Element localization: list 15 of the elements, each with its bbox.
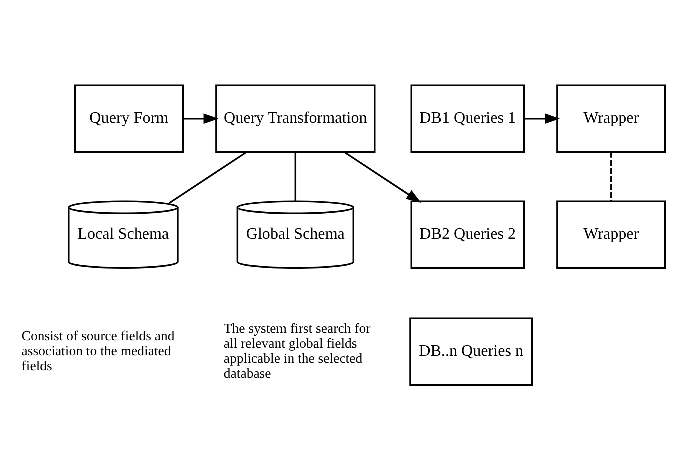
connector — [294, 152, 297, 201]
node-box: Wrapper — [556, 200, 666, 268]
label: The system first search for all relevant global fields applicable in the selected database — [224, 320, 371, 380]
connector — [169, 151, 248, 204]
node-box: DB..n Queries n — [410, 317, 534, 386]
arrow — [183, 113, 219, 124]
arrow — [344, 151, 422, 202]
node-box: Wrapper — [556, 84, 666, 153]
connector — [610, 152, 612, 201]
label: Consist of source fields and association to the mediated fields — [22, 328, 175, 373]
node-box: DB2 Queries 2 — [410, 200, 525, 268]
arrow — [524, 113, 560, 124]
node-box: Query Form — [74, 84, 184, 153]
node-box: Query Transformation — [216, 84, 376, 153]
node-box: DB1 Queries 1 — [410, 84, 525, 153]
